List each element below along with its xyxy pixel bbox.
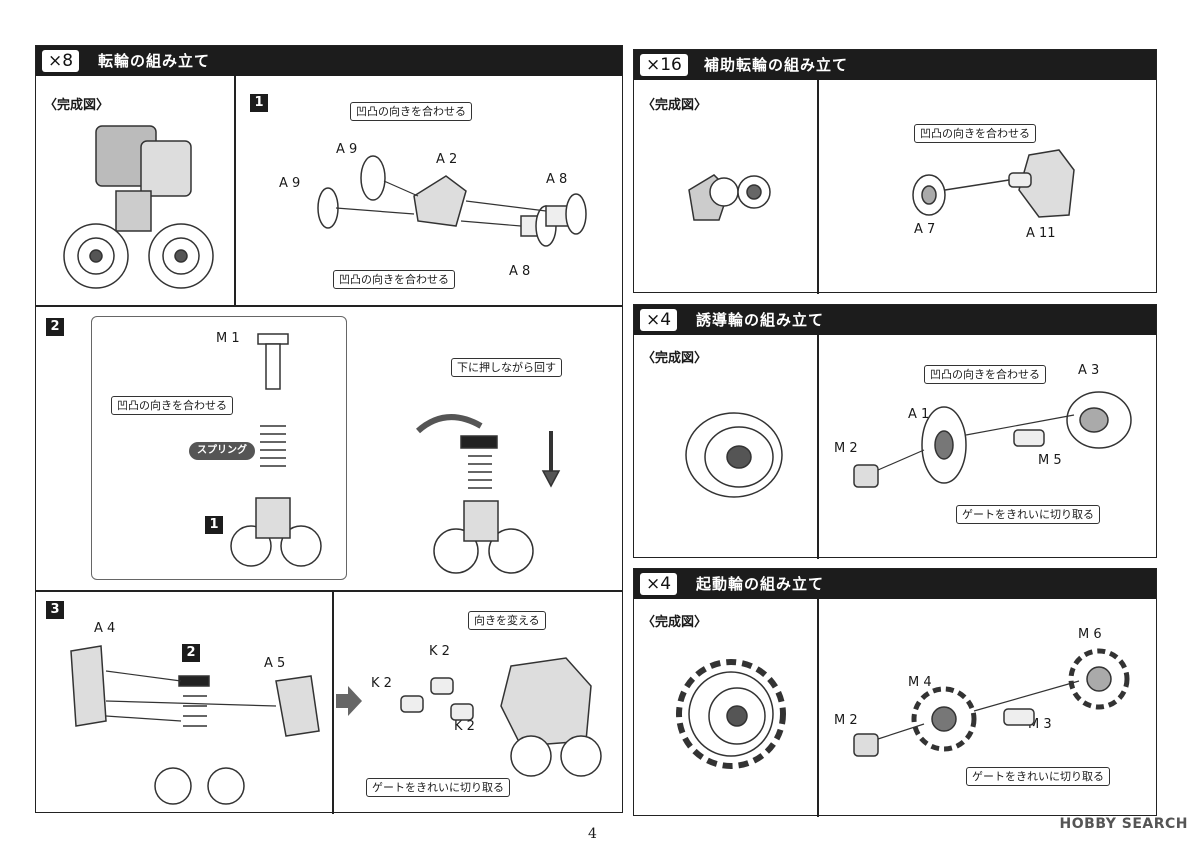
push-turn-callout: 下に押しながら回す	[451, 358, 562, 377]
part-label: A 1	[908, 407, 930, 422]
quantity-badge: ×8	[42, 50, 80, 72]
section-title: 転輪の組み立て	[98, 52, 211, 70]
step1-exploded-diagram	[317, 155, 587, 247]
part-label: A 9	[336, 142, 358, 157]
rotating-wheel-section: ×8 転輪の組み立て 〈完成図〉 1 凹凸の向きを合わせる 凹凸の向きを合わせる…	[35, 45, 623, 814]
part-label: M 2	[834, 713, 858, 728]
completed-label: 〈完成図〉	[642, 351, 708, 366]
divider	[817, 599, 819, 817]
sub-step-number: 1	[205, 516, 223, 534]
part-label: M 1	[216, 331, 240, 346]
gate-callout: ゲートをきれいに切り取る	[966, 767, 1110, 786]
section-header: ×4 起動輪の組み立て	[634, 569, 1156, 599]
quantity-badge: ×16	[640, 54, 688, 76]
part-label: A 9	[279, 176, 301, 191]
align-callout: 凹凸の向きを合わせる	[350, 102, 472, 121]
next-arrow	[336, 686, 362, 716]
part-label: M 5	[1038, 453, 1062, 468]
step2-spring-diagram	[230, 333, 322, 567]
align-callout: 凹凸の向きを合わせる	[333, 270, 455, 289]
section-header: ×8 転輪の組み立て	[36, 46, 622, 76]
part-label: A 8	[509, 264, 531, 279]
section-title: 補助転輪の組み立て	[704, 56, 849, 74]
aux-wheel-exploded-diagram	[912, 149, 1075, 218]
part-label: A 8	[546, 172, 568, 187]
section-title: 起動輪の組み立て	[696, 575, 825, 593]
part-label: A 4	[94, 621, 116, 636]
drive-wheel-section: ×4 起動輪の組み立て 〈完成図〉 M 6 M 4 M 2 M 3 ゲートをきれ…	[633, 568, 1157, 817]
step-number: 1	[250, 94, 268, 112]
sub-step-number: 2	[182, 644, 200, 662]
divider	[36, 305, 622, 307]
page-number: 4	[588, 826, 597, 842]
step-number: 2	[46, 318, 64, 336]
step2-assembled-diagram	[416, 414, 561, 574]
idler-wheel-section: ×4 誘導輪の組み立て 〈完成図〉 凹凸の向きを合わせる A 3 A 1 M 2…	[633, 304, 1157, 559]
part-label: M 6	[1078, 627, 1102, 642]
step-number: 3	[46, 601, 64, 619]
completed-label: 〈完成図〉	[642, 615, 708, 630]
part-label: A 5	[264, 656, 286, 671]
part-label: A 3	[1078, 363, 1100, 378]
part-label: A 11	[1026, 226, 1056, 241]
completed-label: 〈完成図〉	[642, 98, 708, 113]
step2-frame	[91, 316, 347, 580]
section-header: ×16 補助転輪の組み立て	[634, 50, 1156, 80]
align-callout: 凹凸の向きを合わせる	[924, 365, 1046, 384]
divider	[332, 591, 334, 814]
completed-drive-wheel-drawing	[676, 659, 786, 769]
completed-idler-wheel-drawing	[685, 412, 783, 498]
divider	[234, 76, 236, 306]
spring-tag: スプリング	[189, 442, 255, 460]
section-title: 誘導輪の組み立て	[696, 311, 825, 329]
aux-wheel-section: ×16 補助転輪の組み立て 〈完成図〉 凹凸の向きを合わせる A 7 A 11	[633, 49, 1157, 294]
align-callout: 凹凸の向きを合わせる	[914, 124, 1036, 143]
part-label: K 2	[454, 719, 475, 734]
watermark: HOBBY SEARCH	[1059, 816, 1188, 832]
drive-wheel-exploded-diagram	[853, 648, 1130, 757]
divider	[36, 590, 622, 592]
quantity-badge: ×4	[640, 309, 678, 331]
divider	[817, 80, 819, 294]
completed-label: 〈完成図〉	[44, 98, 110, 113]
divider	[817, 335, 819, 559]
step3-assembled-diagram	[400, 657, 602, 777]
idler-wheel-exploded-diagram	[853, 391, 1132, 488]
section-header: ×4 誘導輪の組み立て	[634, 305, 1156, 335]
part-label: K 2	[371, 676, 392, 691]
step3-exploded-diagram	[70, 645, 320, 805]
completed-rotating-wheel-drawing	[63, 125, 214, 289]
part-label: K 2	[429, 644, 450, 659]
part-label: M 2	[834, 441, 858, 456]
completed-aux-wheel-drawing	[688, 174, 771, 221]
gate-callout: ゲートをきれいに切り取る	[366, 778, 510, 797]
part-label: A 2	[436, 152, 458, 167]
part-label: A 7	[914, 222, 936, 237]
gate-callout: ゲートをきれいに切り取る	[956, 505, 1100, 524]
part-label: M 4	[908, 675, 932, 690]
quantity-badge: ×4	[640, 573, 678, 595]
change-direction-callout: 向きを変える	[468, 611, 546, 630]
align-callout: 凹凸の向きを合わせる	[111, 396, 233, 415]
